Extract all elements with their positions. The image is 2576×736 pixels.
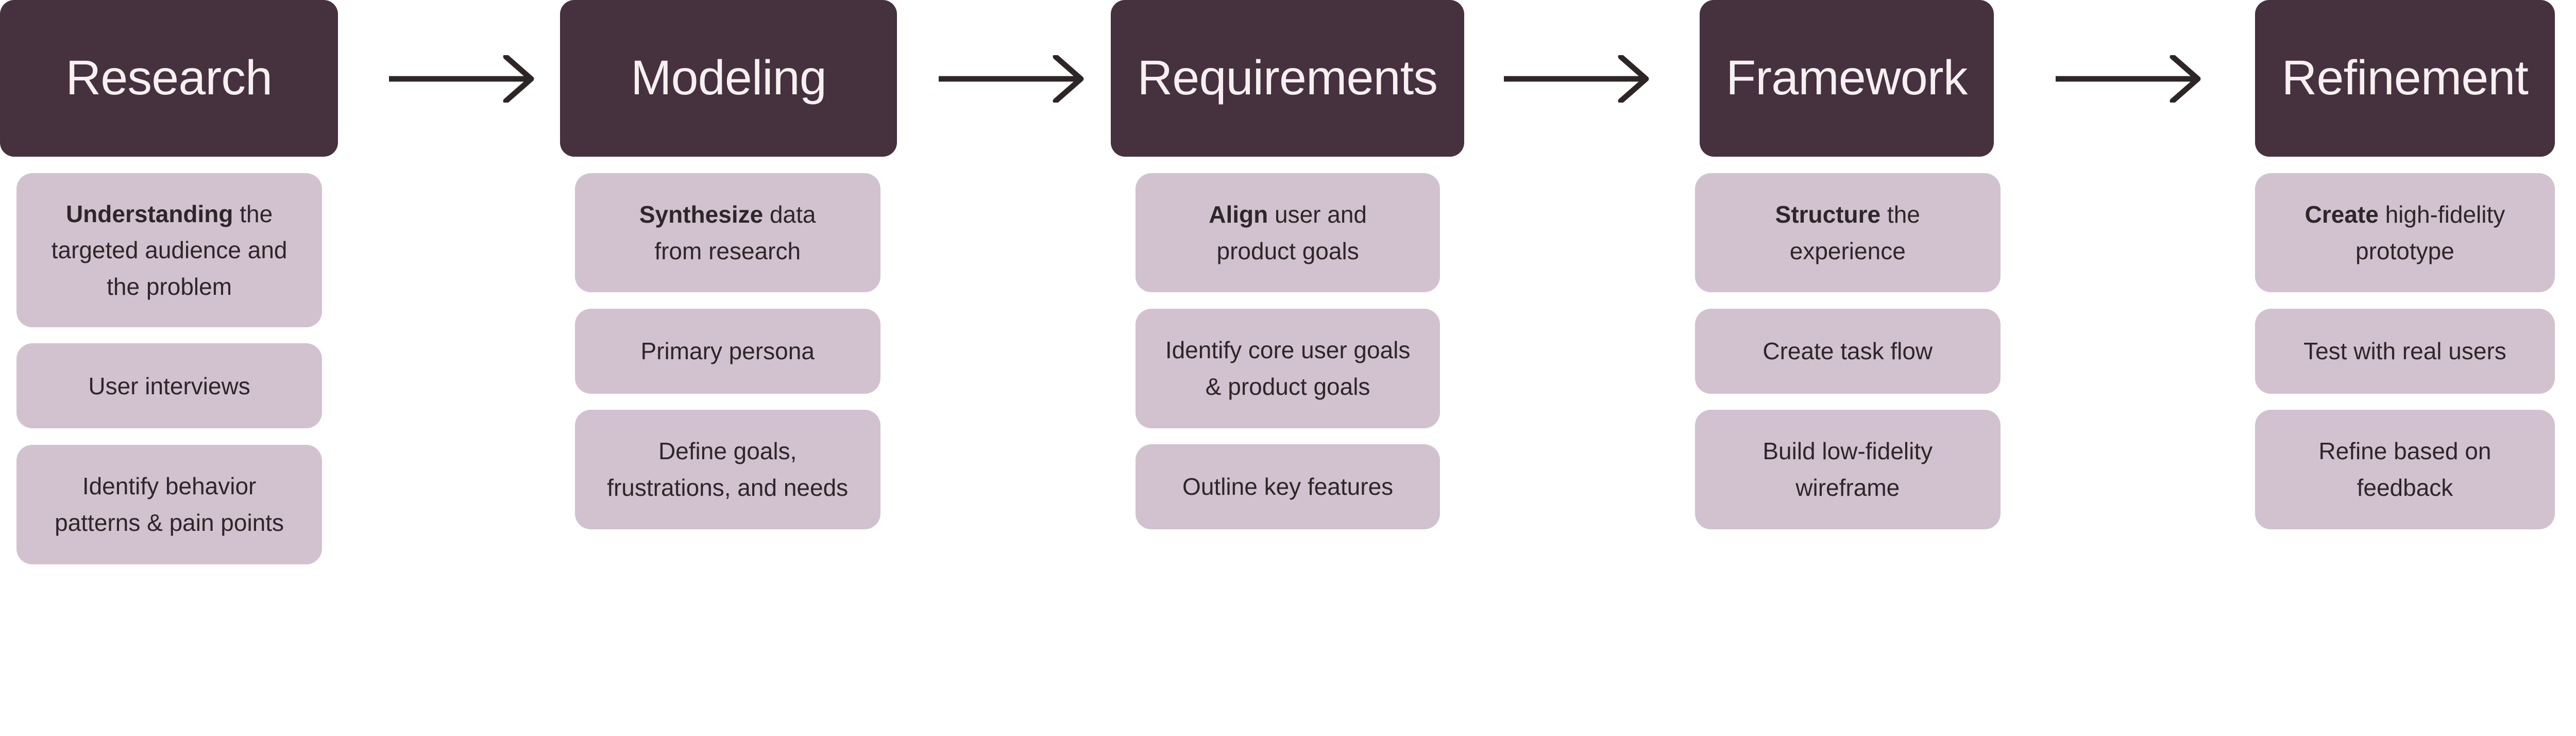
step-card: Build low-fidelity wireframe bbox=[1694, 410, 2001, 529]
step-card: Structure the experience bbox=[1694, 173, 2001, 293]
step-card: Create task flow bbox=[1694, 308, 2001, 394]
arrow-right-icon bbox=[388, 55, 535, 103]
step-card: Refine based on feedback bbox=[2255, 410, 2555, 529]
step-card: Primary persona bbox=[574, 308, 880, 394]
step-card: Create high-fidelity prototype bbox=[2255, 173, 2555, 293]
step-text: Identify behavior patterns & pain points bbox=[55, 473, 284, 536]
stage-header-framework: Framework bbox=[1700, 0, 1994, 157]
step-card: Outline key features bbox=[1135, 444, 1440, 529]
stage-header-research: Research bbox=[0, 0, 338, 157]
step-card: Understanding the targeted audience and … bbox=[16, 173, 322, 327]
step-card: User interviews bbox=[16, 343, 322, 429]
stage-title: Research bbox=[65, 51, 273, 106]
stage-title: Refinement bbox=[2281, 51, 2529, 106]
step-text: Identify core user goals & product goals bbox=[1165, 337, 1411, 400]
step-text: Primary persona bbox=[640, 338, 815, 365]
step-bold: Create bbox=[2304, 201, 2379, 228]
step-bold: Synthesize bbox=[639, 201, 764, 228]
process-diagram: Research Understanding the targeted audi… bbox=[0, 0, 2555, 565]
step-card: Define goals, frustrations, and needs bbox=[574, 410, 880, 529]
step-text: the experience bbox=[1789, 201, 1920, 264]
step-card: Align user and product goals bbox=[1135, 173, 1440, 293]
arrow-right-icon bbox=[939, 55, 1085, 103]
arrow-right-icon bbox=[1503, 55, 1650, 103]
step-bold: Understanding bbox=[65, 200, 233, 227]
step-text: User interviews bbox=[88, 372, 250, 399]
step-text: the targeted audience and the problem bbox=[51, 200, 287, 300]
step-text: data from research bbox=[654, 201, 816, 264]
step-text: user and product goals bbox=[1216, 201, 1367, 264]
step-text: high-fidelity prototype bbox=[2355, 201, 2505, 264]
step-text: Test with real users bbox=[2303, 338, 2506, 365]
step-card: Synthesize data from research bbox=[574, 173, 880, 293]
step-text: Create task flow bbox=[1762, 338, 1933, 365]
step-bold: Align bbox=[1209, 201, 1268, 228]
stage-title: Requirements bbox=[1137, 51, 1438, 106]
arrow-right-icon bbox=[2056, 55, 2202, 103]
stage-title: Modeling bbox=[631, 51, 826, 106]
step-bold: Structure bbox=[1775, 201, 1881, 228]
step-text: Outline key features bbox=[1182, 473, 1394, 500]
step-card: Test with real users bbox=[2255, 308, 2555, 394]
step-card: Identify behavior patterns & pain points bbox=[16, 444, 322, 565]
stage-header-refinement: Refinement bbox=[2255, 0, 2555, 157]
stage-header-requirements: Requirements bbox=[1110, 0, 1465, 157]
step-text: Define goals, frustrations, and needs bbox=[607, 438, 849, 501]
step-text: Build low-fidelity wireframe bbox=[1762, 438, 1933, 501]
stage-title: Framework bbox=[1726, 51, 1968, 106]
step-text: Refine based on feedback bbox=[2318, 438, 2492, 501]
stage-header-modeling: Modeling bbox=[560, 0, 897, 157]
step-card: Identify core user goals & product goals bbox=[1135, 308, 1440, 428]
